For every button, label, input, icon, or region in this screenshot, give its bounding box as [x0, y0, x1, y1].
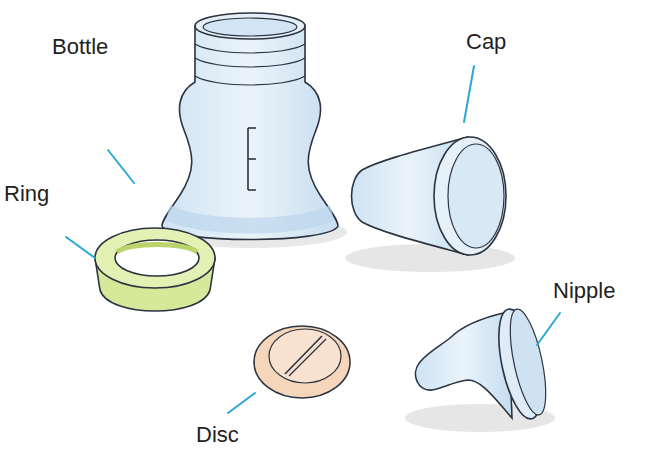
leader-line [464, 66, 474, 122]
bottle-liquid [166, 205, 334, 234]
part-label: Disc [196, 422, 239, 448]
gradation-tick [248, 189, 256, 191]
disc-inner [269, 329, 341, 383]
disc-body [254, 326, 350, 398]
leader-line [66, 237, 95, 258]
part-label: Nipple [553, 278, 615, 304]
leader-line [108, 150, 134, 183]
cap-opening [434, 137, 506, 255]
cap-rim [448, 144, 504, 248]
bottle-mouth [195, 13, 305, 39]
part-label: Bottle [52, 34, 108, 60]
bottle-mouth-inner [203, 18, 297, 36]
disc-illustration [254, 326, 350, 398]
gradation-tick [248, 127, 256, 129]
cap-illustration [352, 137, 507, 255]
disc-divider [285, 336, 322, 374]
bottle-neck-rim [195, 76, 305, 85]
bottle-body [162, 26, 338, 240]
nipple-flange-edge [503, 306, 553, 417]
gradation-tick [248, 158, 256, 160]
bottle-illustration [162, 13, 338, 240]
nipple-illustration [416, 305, 553, 422]
ring-hole [115, 240, 199, 276]
disc-divider [289, 339, 326, 376]
nipple-body [416, 312, 512, 418]
bottle-thread [195, 58, 305, 67]
part-label: Ring [4, 181, 49, 207]
part-label: Cap [466, 29, 506, 55]
bottle-thread [195, 44, 305, 53]
leader-line [537, 313, 560, 345]
cap-shadow [345, 244, 515, 272]
leader-line [228, 393, 255, 413]
ring-top [95, 228, 215, 288]
ring-inner-shade [117, 245, 197, 253]
ring-illustration [95, 228, 215, 311]
